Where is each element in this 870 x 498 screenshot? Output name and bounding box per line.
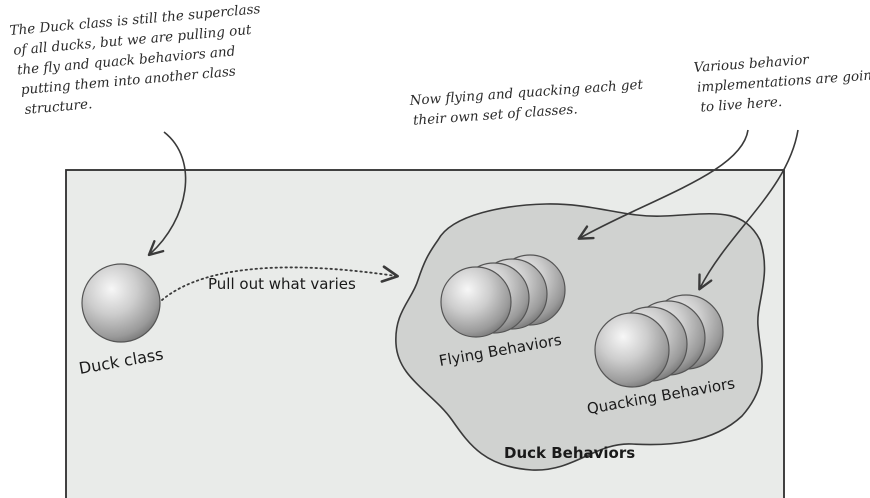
behavior-sphere	[441, 267, 511, 337]
annotation-duck-superclass: The Duck class is still the superclass o…	[9, 1, 268, 119]
annotation-own-classes: Now flying and quacking each get their o…	[408, 77, 645, 129]
annotation-line: to live here.	[700, 94, 783, 116]
annotation-line: structure.	[24, 96, 93, 118]
pull-out-label: Pull out what varies	[208, 275, 356, 293]
annotation-implementations: Various behavior implementations are goi…	[693, 47, 870, 116]
duck-class-sphere	[82, 264, 160, 342]
duck-behaviors-label: Duck Behaviors	[504, 444, 635, 462]
behavior-sphere	[595, 313, 669, 387]
